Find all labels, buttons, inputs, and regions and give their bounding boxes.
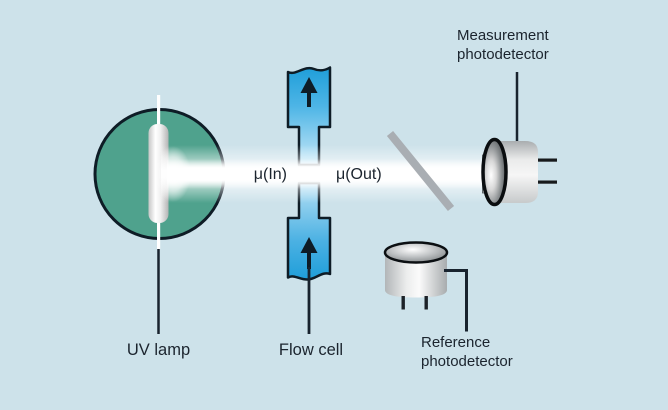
beam-core — [167, 159, 498, 189]
reference-photodetector-label: Reference photodetector — [421, 334, 513, 371]
flow-arrow-up-top — [300, 77, 318, 93]
reference-photodetector — [383, 241, 468, 332]
reference-detector-legs — [401, 296, 428, 310]
measurement-photodetector — [481, 72, 557, 207]
reference-label-line2: photodetector — [421, 352, 513, 370]
uv-lamp-label: UV lamp — [126, 341, 191, 359]
mu-out-label: μ(Out) — [336, 166, 382, 183]
measurement-detector-face — [481, 137, 508, 207]
reference-detector-body — [385, 253, 447, 298]
reference-leader-line — [444, 269, 468, 332]
measurement-photodetector-label: Measurement photodetector — [457, 27, 549, 64]
light-beam — [155, 145, 499, 203]
reference-label-line1: Reference — [421, 334, 491, 351]
flow-arrow-up-bottom — [300, 237, 318, 253]
beam-splitter — [386, 130, 455, 212]
measurement-detector-pins — [538, 158, 557, 184]
mu-in-label: μ(In) — [253, 166, 287, 183]
uv-lamp — [93, 95, 226, 334]
measurement-label-line2: photodetector — [457, 45, 549, 63]
reference-detector-opening — [383, 241, 449, 264]
flow-cell-label: Flow cell — [278, 341, 344, 359]
measurement-label-line1: Measurement — [457, 27, 549, 44]
flow-direction-arrows — [300, 77, 318, 269]
